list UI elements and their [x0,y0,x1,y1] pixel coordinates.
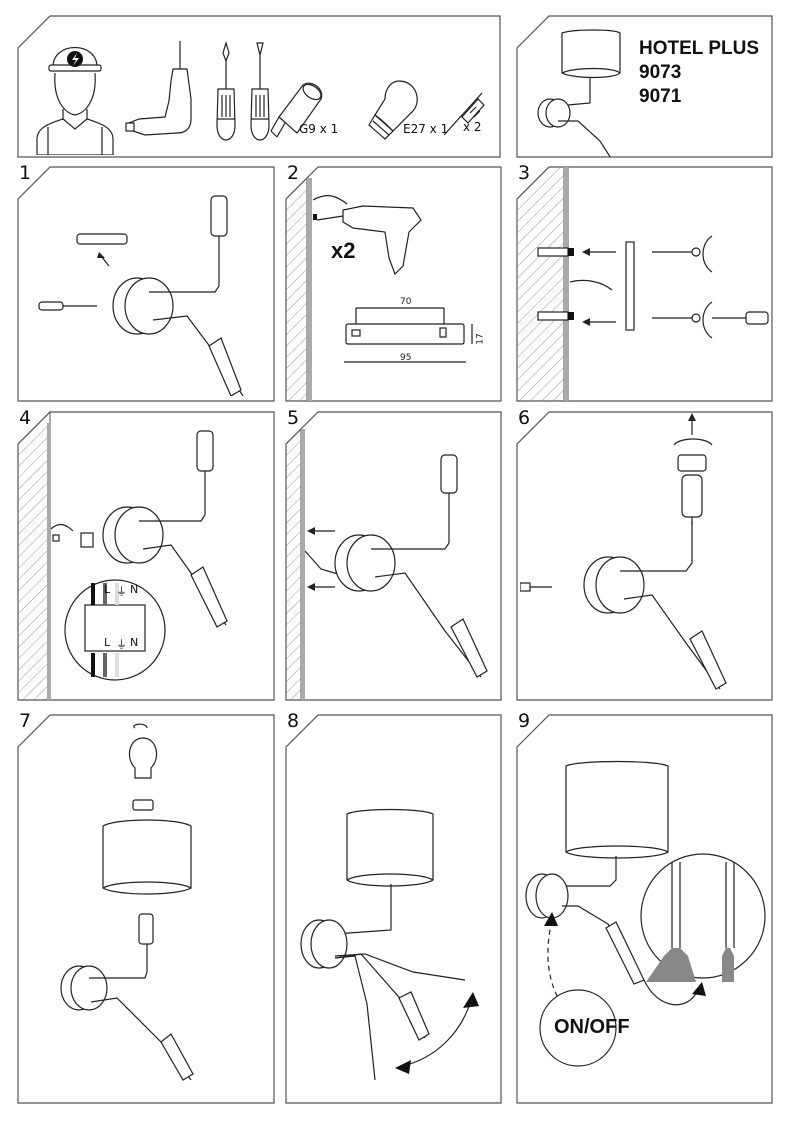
lamp-product-icon [537,29,621,157]
g9-label: G9 x 1 [299,122,339,136]
mount-to-wall-illustration [305,454,488,678]
step-panel-8: 8 [285,710,502,1104]
step-number: 2 [287,162,300,184]
dim-height: 17 [475,333,486,345]
step-number: 6 [518,407,531,429]
drill-icon [125,41,192,136]
wiring-illustration [51,430,228,681]
dim-hole-spacing: 70 [400,297,412,307]
step-panel-6: 6 [516,407,773,701]
terminal-label-l-bottom: L [104,636,111,649]
e27-label: E27 x 1 [403,122,449,136]
product-name: HOTEL PLUS [639,38,759,59]
on-off-label: ON/OFF [554,1016,630,1038]
assemble-lamp-illustration [520,413,727,690]
flat-screwdriver-icon [250,42,270,141]
terminal-label-n-bottom: N [130,636,139,649]
switch-usage-illustration [525,760,766,1067]
step-panel-9: 9 ON/OFF [516,710,773,1104]
wall-plug-label: x 2 [463,120,482,134]
step-panel-3: 3 [516,162,773,402]
terminal-label-earth-bottom: ⏚ [116,638,127,651]
dim-width: 95 [400,353,412,363]
step-number: 5 [287,407,300,429]
lamp-disassembly-illustration [38,195,244,396]
step-panel-2: 2 x2 70 17 95 [285,162,502,402]
product-code-1: 9073 [639,62,682,83]
drill-multiplier: x2 [331,238,356,263]
step-panel-5: 5 [285,407,502,701]
terminal-label-n-top: N [130,583,139,596]
drill-illustration [313,195,422,276]
step-panel-1: 1 [17,162,275,402]
bracket-dimension-drawing [344,307,473,363]
g9-bulb-icon [270,82,323,138]
product-panel: HOTEL PLUS 9073 9071 [516,15,773,158]
step-number: 4 [19,407,32,429]
terminal-label-earth-top: ⏚ [116,585,127,598]
step-number: 9 [518,710,531,732]
step-number: 3 [518,162,531,184]
install-bulb-illustration [60,723,194,1081]
phillips-screwdriver-icon [216,41,236,141]
step-panel-7: 7 [17,710,275,1104]
wall-mount-illustration [537,235,769,339]
electrician-icon [36,46,114,155]
e27-bulb-icon [368,80,418,140]
tools-panel: G9 x 1 E27 x 1 x 2 [17,15,501,158]
wall-plug-screw-icon [443,92,485,136]
step-number: 8 [287,710,300,732]
terminal-label-l-top: L [104,583,111,596]
product-code-2: 9071 [639,86,682,107]
step-number: 7 [19,710,32,732]
step-panel-4: 4 L ⏚ N L ⏚ N [17,407,275,701]
step-number: 1 [19,162,32,184]
adjust-arm-illustration [300,808,479,1081]
